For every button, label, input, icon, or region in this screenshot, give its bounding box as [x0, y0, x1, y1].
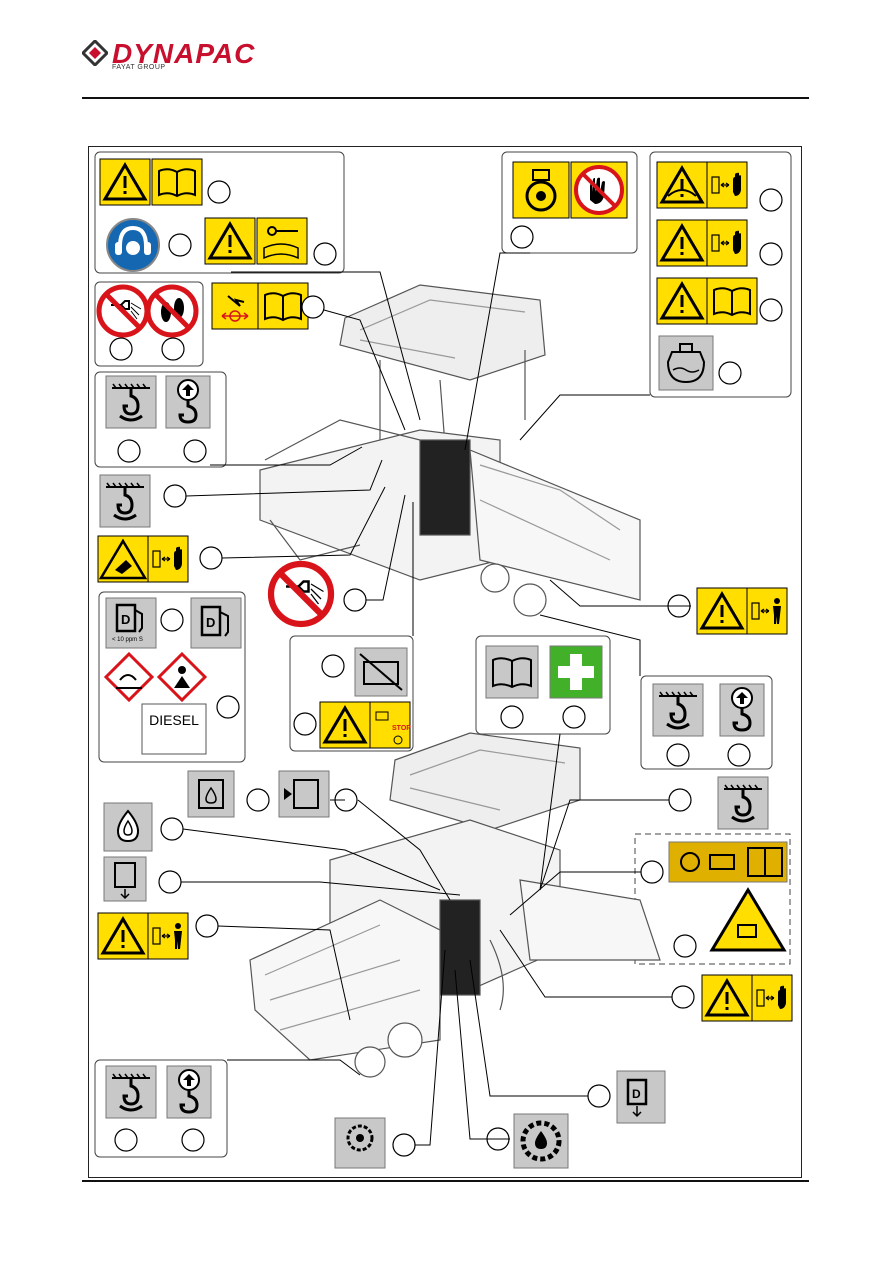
decal-group-right-warnings — [650, 152, 791, 397]
decal-group-engine-fan — [502, 152, 637, 253]
decal-hydraulic-drain — [104, 857, 181, 901]
decal-group-lifting-right — [641, 676, 772, 769]
decal-group-no-spray-no-step — [95, 282, 203, 366]
svg-text:D: D — [206, 615, 215, 630]
svg-text:D: D — [121, 612, 130, 627]
decal-group-battery: STOP — [290, 636, 413, 751]
decal-group-lifting-bottom — [95, 1060, 227, 1157]
decal-crush-hazard-right — [672, 975, 792, 1021]
decal-group-lifting-left-top — [95, 372, 226, 467]
decal-hazard-keep-distance-right — [668, 588, 787, 634]
fuel-spec-label: < 10 ppm S — [112, 637, 143, 643]
decal-gear-oil — [487, 1114, 568, 1168]
decal-crush-hazard-left — [98, 536, 222, 582]
decal-group-battery-service — [635, 834, 790, 964]
decal-screed-manual — [212, 283, 324, 329]
decal-engine-oil — [104, 803, 152, 851]
decal-fuel-drain: D — [588, 1071, 665, 1123]
decal-tie-down-left — [100, 475, 150, 527]
decal-hazard-keep-distance-left — [98, 913, 218, 959]
decal-group-fuel-diesel: D < 10 ppm S D DIESEL — [99, 592, 245, 762]
svg-text:D: D — [632, 1087, 641, 1101]
decal-no-water-spray — [271, 564, 366, 624]
decal-group-operator-manual — [95, 152, 344, 273]
decal-gearbox-drain — [335, 1118, 415, 1168]
diesel-label: DIESEL — [149, 712, 199, 728]
decal-tie-down-right — [718, 777, 768, 829]
decal-group-manual-first-aid — [476, 636, 610, 734]
decal-group-hydraulic-oil — [188, 771, 357, 817]
stop-label: STOP — [392, 725, 411, 732]
